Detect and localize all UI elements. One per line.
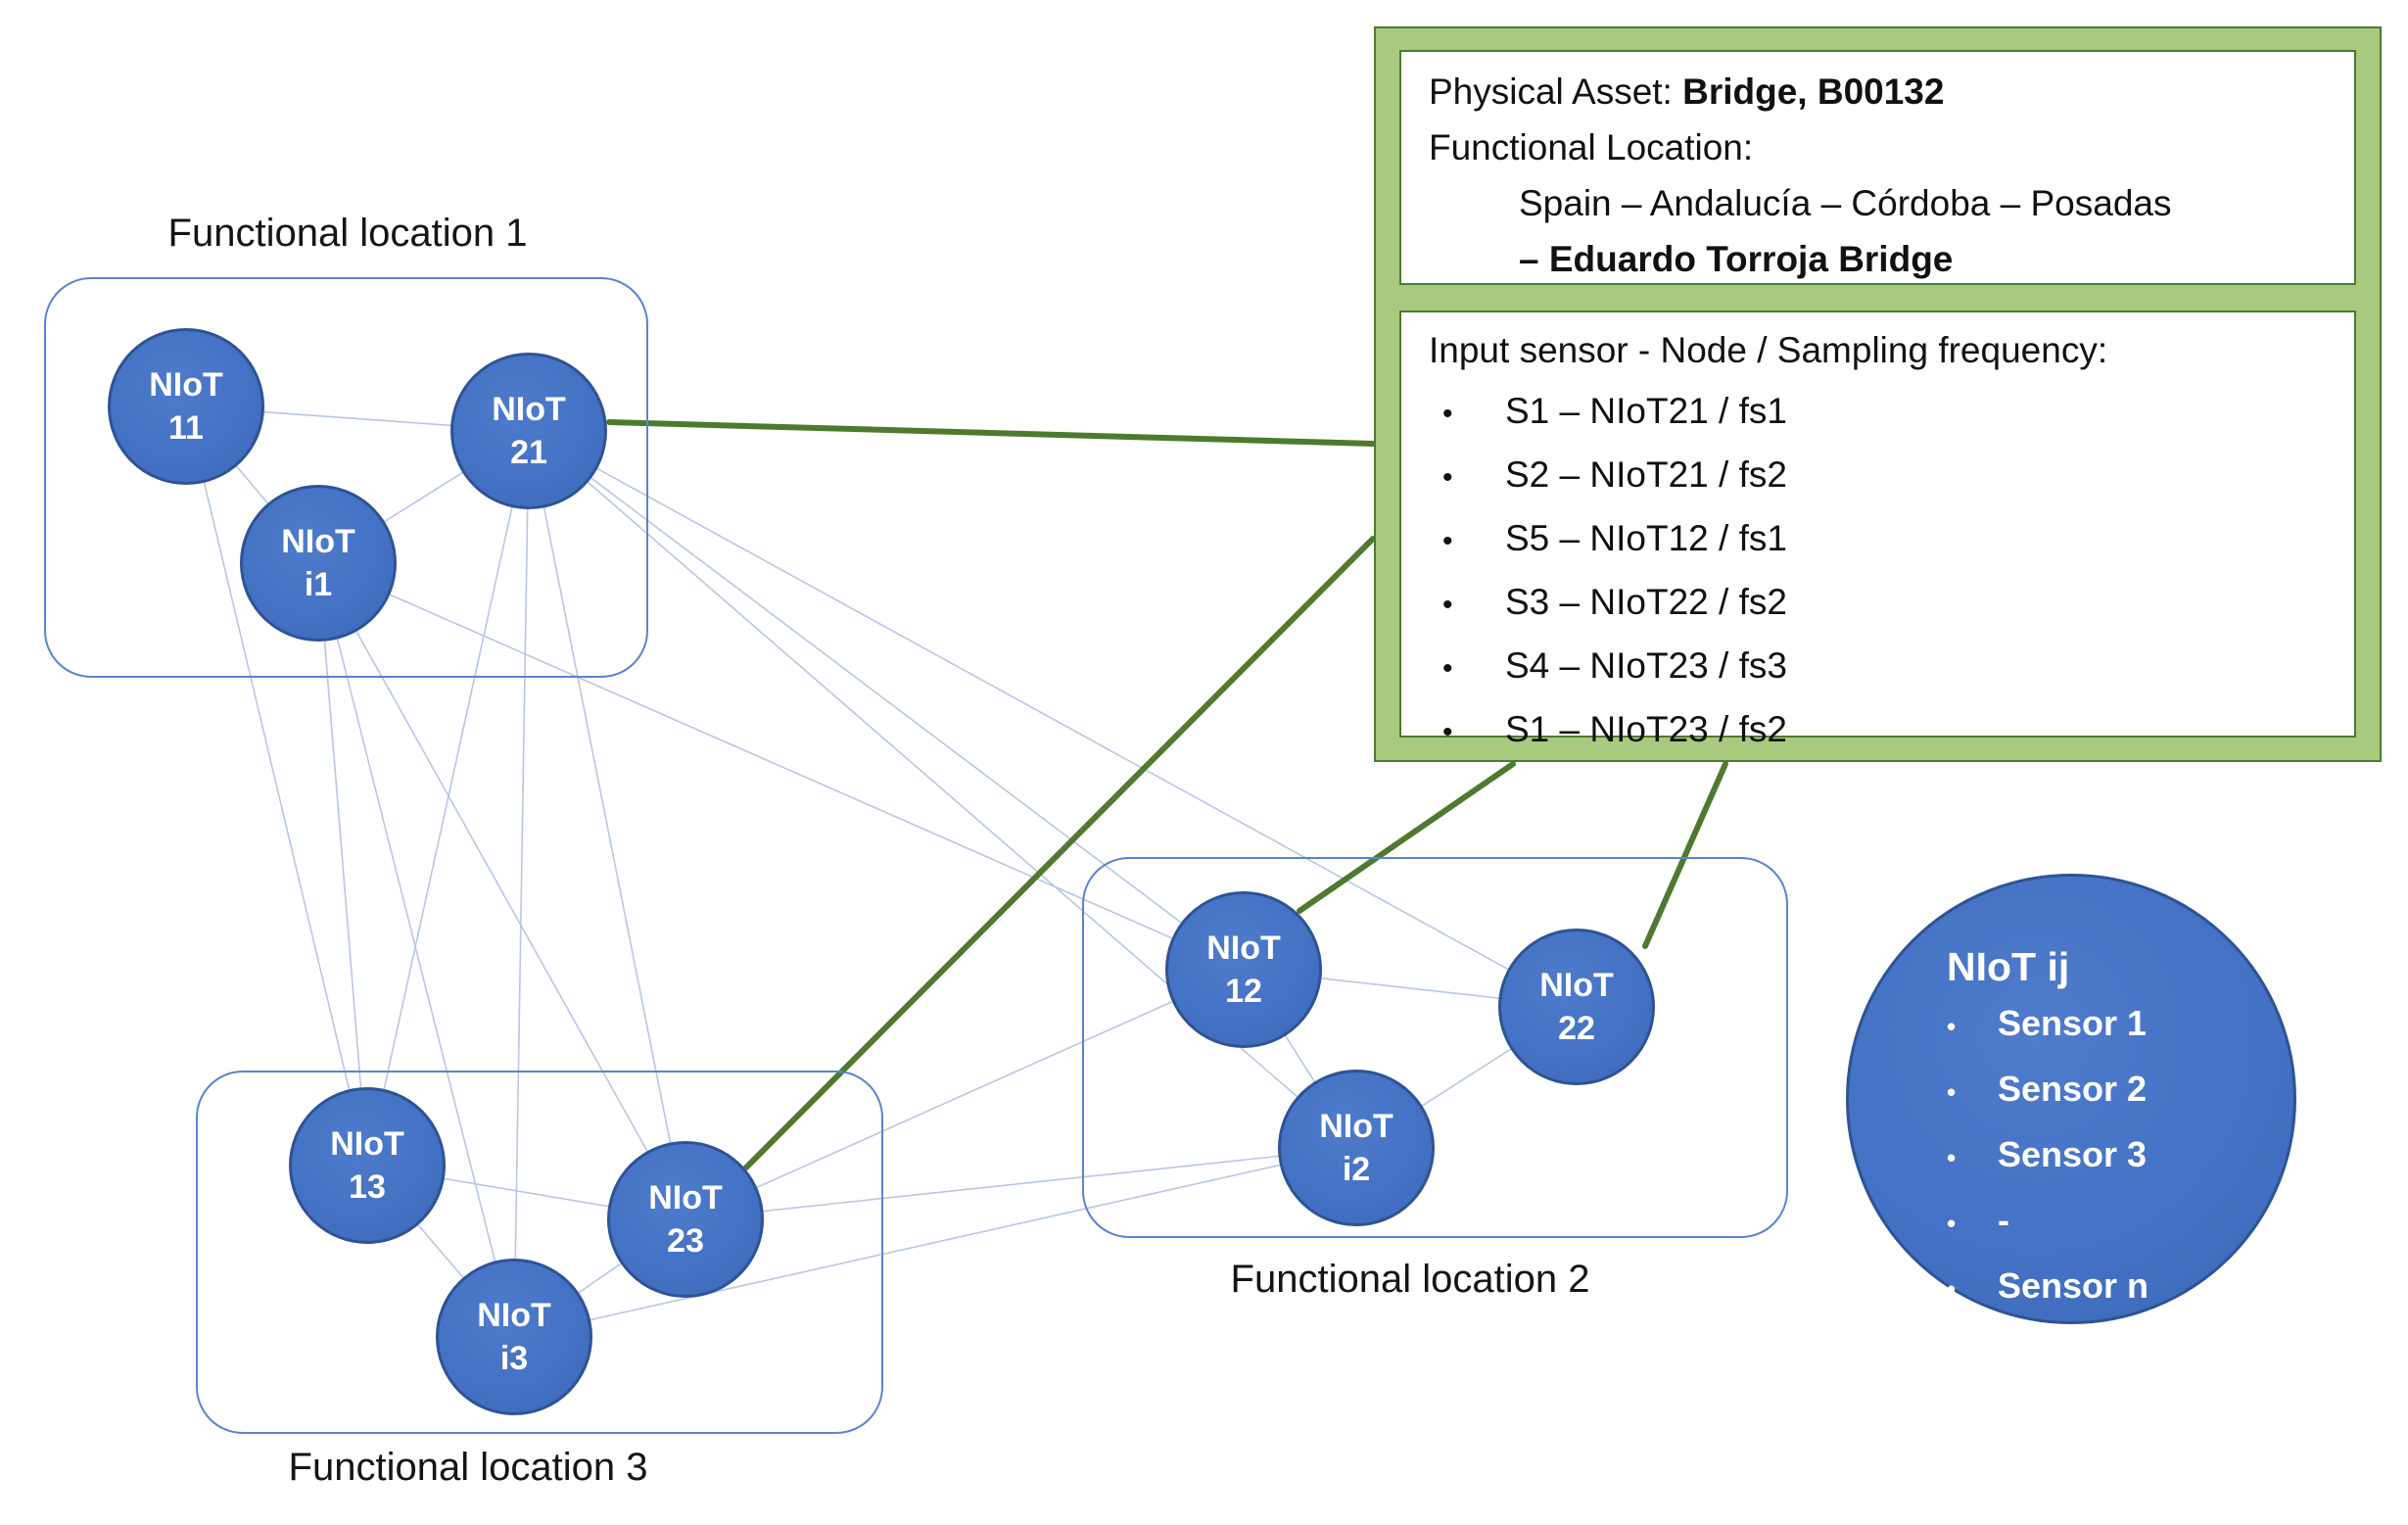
legend-item-text: Sensor 3 xyxy=(1998,1134,2148,1174)
sensor-item: S5 – NIoT12 / fs1 xyxy=(1429,508,2354,572)
mesh-line xyxy=(528,430,1578,1008)
legend-item: - xyxy=(1947,1189,2293,1255)
node-niot-23: NIoT 23 xyxy=(607,1141,764,1298)
node-label: 22 xyxy=(1558,1010,1595,1047)
node-label: 11 xyxy=(168,409,204,447)
green-link-niot22 xyxy=(1642,761,1728,949)
physical-asset-value: Bridge, B00132 xyxy=(1682,71,1945,112)
sensor-item-text: S1 – NIoT23 / fs2 xyxy=(1505,709,1787,749)
sensor-item: S4 – NIoT23 / fs3 xyxy=(1429,636,2354,699)
node-label: NIoT xyxy=(149,366,223,404)
legend-item-text: - xyxy=(1998,1200,2009,1240)
mesh-line xyxy=(185,405,368,1167)
green-link-niot23 xyxy=(743,536,1376,1170)
node-niot-11: NIoT 11 xyxy=(108,328,264,485)
node-label: i2 xyxy=(1342,1151,1371,1188)
sensor-item-text: S3 – NIoT22 / fs2 xyxy=(1505,582,1787,622)
node-label: 23 xyxy=(667,1222,704,1260)
legend-item: Sensor 2 xyxy=(1947,1058,2293,1123)
node-niot-22: NIoT 22 xyxy=(1498,929,1655,1085)
legend-item: Sensor 3 xyxy=(1947,1123,2293,1189)
mesh-line xyxy=(513,430,530,1338)
bullet-icon xyxy=(1947,1192,1998,1255)
node-label: NIoT xyxy=(492,391,566,428)
legend-item-text: Sensor 2 xyxy=(1998,1069,2148,1109)
node-label: 13 xyxy=(349,1168,386,1206)
node-label: i1 xyxy=(304,566,333,603)
bullet-icon xyxy=(1429,384,1505,445)
node-label: 12 xyxy=(1225,973,1262,1010)
bullet-icon xyxy=(1947,1258,1998,1320)
sensor-item: S1 – NIoT23 / fs2 xyxy=(1429,699,2354,763)
asset-info-box: Physical Asset: Bridge, B00132 Functiona… xyxy=(1374,26,2382,762)
green-link-niot21 xyxy=(606,419,1376,447)
node-label: NIoT xyxy=(1319,1108,1393,1145)
mesh-line xyxy=(513,1147,1357,1338)
node-niot-21: NIoT 21 xyxy=(450,353,607,509)
legend-item-text: Sensor 1 xyxy=(1998,1003,2148,1043)
functional-location-3-label: Functional location 3 xyxy=(288,1446,648,1489)
node-label: NIoT xyxy=(648,1179,723,1216)
node-niot-13: NIoT 13 xyxy=(289,1087,446,1244)
mesh-line xyxy=(685,969,1245,1220)
niot-ij-legend-circle: NIoT ij Sensor 1 Sensor 2 Sensor 3 - Sen… xyxy=(1846,874,2296,1324)
node-label: 21 xyxy=(510,434,547,471)
bullet-icon xyxy=(1947,1061,1998,1123)
bullet-icon xyxy=(1947,1126,1998,1189)
legend-item-text: Sensor n xyxy=(1998,1265,2149,1306)
location-path-line1: Spain – Andalucía – Córdoba – Posadas xyxy=(1519,183,2172,223)
node-niot-i1: NIoT i1 xyxy=(240,485,397,642)
node-niot-i2: NIoT i2 xyxy=(1278,1070,1435,1226)
node-label: NIoT xyxy=(330,1125,404,1163)
node-label: NIoT xyxy=(281,523,355,560)
sensor-item-text: S1 – NIoT21 / fs1 xyxy=(1505,391,1787,431)
legend-item: Sensor n xyxy=(1947,1255,2293,1320)
input-sensors-panel: Input sensor - Node / Sampling frequency… xyxy=(1399,310,2356,749)
functional-location-3-box xyxy=(196,1071,883,1434)
physical-asset-label: Physical Asset: xyxy=(1429,71,1683,112)
mesh-line xyxy=(317,562,368,1167)
green-link-niot12 xyxy=(1297,761,1516,914)
physical-asset-panel: Physical Asset: Bridge, B00132 Functiona… xyxy=(1399,50,2356,285)
bullet-icon xyxy=(1429,448,1505,508)
mesh-line xyxy=(685,1147,1357,1220)
node-label: NIoT xyxy=(1539,967,1614,1004)
sensors-title: Input sensor - Node / Sampling frequency… xyxy=(1429,330,2108,370)
node-label: NIoT xyxy=(1206,929,1281,967)
bullet-icon xyxy=(1429,511,1505,572)
location-path-line2: – Eduardo Torroja Bridge xyxy=(1519,239,1954,279)
node-niot-12: NIoT 12 xyxy=(1165,891,1322,1048)
legend-item: Sensor 1 xyxy=(1947,992,2293,1058)
functional-location-1-label: Functional location 1 xyxy=(167,212,528,255)
sensor-item: S1 – NIoT21 / fs1 xyxy=(1429,381,2354,445)
bullet-icon xyxy=(1429,639,1505,699)
node-label: NIoT xyxy=(477,1297,551,1334)
functional-location-2-label: Functional location 2 xyxy=(1230,1258,1590,1301)
bullet-icon xyxy=(1429,702,1505,763)
physical-asset-line: Physical Asset: Bridge, B00132 xyxy=(1429,64,2354,119)
mesh-line xyxy=(366,430,530,1167)
sensor-item: S3 – NIoT22 / fs2 xyxy=(1429,572,2354,636)
legend-title: NIoT ij xyxy=(1947,944,2070,989)
functional-location-2-box xyxy=(1082,857,1788,1238)
functional-location-1-box xyxy=(44,277,648,678)
sensor-item-text: S4 – NIoT23 / fs3 xyxy=(1505,645,1787,686)
bullet-icon xyxy=(1947,995,1998,1058)
sensor-item-text: S2 – NIoT21 / fs2 xyxy=(1505,454,1787,495)
mesh-line xyxy=(317,562,515,1338)
sensor-item: S2 – NIoT21 / fs2 xyxy=(1429,445,2354,508)
bullet-icon xyxy=(1429,575,1505,636)
mesh-line xyxy=(317,562,686,1220)
functional-location-heading: Functional Location: xyxy=(1429,127,1754,167)
mesh-line xyxy=(528,430,686,1220)
sensor-item-text: S5 – NIoT12 / fs1 xyxy=(1505,518,1787,558)
node-label: i3 xyxy=(499,1340,529,1377)
node-niot-i3: NIoT i3 xyxy=(436,1259,592,1415)
